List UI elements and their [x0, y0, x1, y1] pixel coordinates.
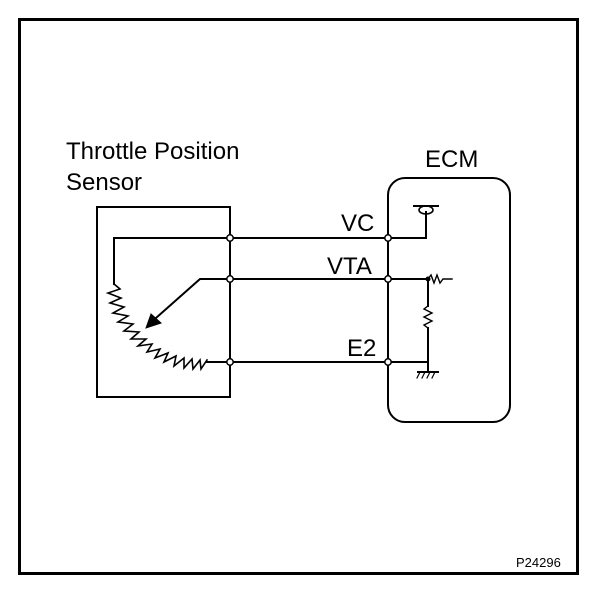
terminal-dots: [226, 234, 392, 366]
ecm-terminal-e2: [384, 358, 392, 366]
sensor-terminal-vta: [226, 275, 234, 283]
diagram-frame: [18, 18, 579, 575]
terminal-label-vc: VC: [341, 210, 375, 237]
ecm-vc-internal-wire: [387, 211, 427, 239]
terminal-label-e2: E2: [347, 335, 377, 362]
sensor-terminal-e2: [226, 358, 234, 366]
sensor-internal-vc-wire: [113, 237, 231, 285]
sensor-wiper-arrowhead: [145, 313, 162, 329]
ecm-box: [387, 177, 511, 423]
sensor-resistor-element: [105, 282, 209, 372]
ecm-vta-resistor: [427, 273, 453, 285]
ecm-terminal-vc: [384, 234, 392, 242]
sensor-terminal-vc: [226, 234, 234, 242]
ecm-vc-supply-symbol: [418, 205, 434, 215]
ecm-pulldown-resistor: [422, 305, 434, 329]
sensor-wiper-arm: [154, 278, 231, 320]
sensor-title-line1: Throttle Position: [66, 138, 240, 165]
sensor-housing: [96, 206, 231, 398]
sensor-title-line2: Sensor: [66, 169, 143, 196]
ground-symbol-hatch: [416, 371, 436, 379]
ecm-junction-vta: [425, 276, 431, 282]
terminal-label-vta: VTA: [327, 253, 372, 280]
ecm-terminal-vta: [384, 275, 392, 283]
ecm-label: ECM: [425, 146, 479, 173]
figure-id: P24296: [516, 555, 561, 570]
